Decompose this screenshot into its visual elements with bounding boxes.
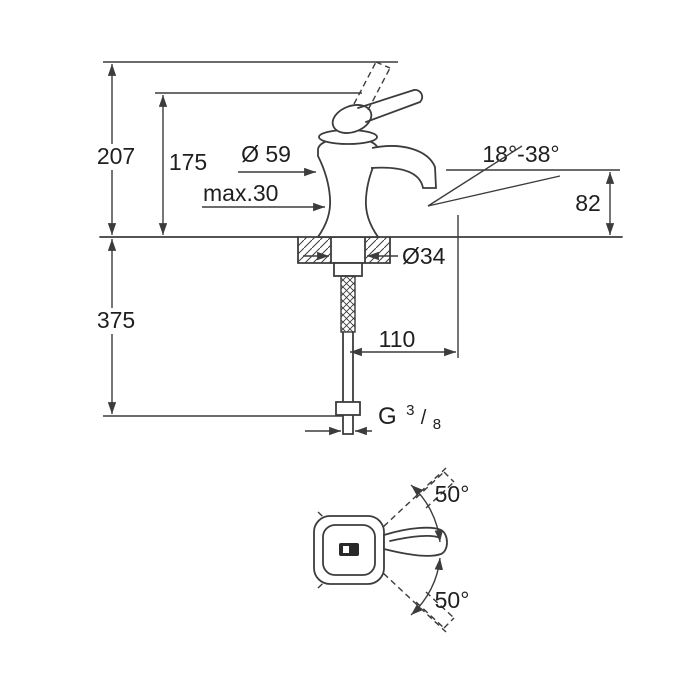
dim-spout-angle: 18°-38° <box>427 141 561 207</box>
hole-diameter-label: Ø34 <box>402 243 446 269</box>
dim-body-height: 175 <box>155 92 362 235</box>
dim-total-height: 207 <box>92 61 398 235</box>
dim-spout-height: 82 <box>446 169 620 235</box>
thread-denominator: 8 <box>433 416 441 433</box>
faucet-side-view <box>99 61 623 435</box>
lever-ghost-upper <box>415 471 455 509</box>
faucet-body <box>316 137 380 238</box>
lever-arm <box>357 89 424 123</box>
swing-arc-upper <box>410 484 444 543</box>
thread-label: G 3 / 8 <box>378 394 441 433</box>
dim-thread: G 3 / 8 <box>305 394 441 436</box>
depth-below-label: 375 <box>97 307 135 333</box>
swing-lower-label: 50° <box>435 587 470 613</box>
dim-hole-diameter: Ø34 <box>303 243 446 269</box>
total-height-label: 207 <box>97 143 135 169</box>
spout-height-label: 82 <box>575 190 601 216</box>
thread-numerator: 3 <box>406 402 414 419</box>
thread-slash: / <box>421 407 427 429</box>
dim-depth-below: 375 <box>92 239 342 417</box>
spout <box>370 145 437 189</box>
thread-prefix: G <box>378 403 397 430</box>
mounting-nut <box>333 262 363 277</box>
dim-spout-projection: 110 <box>350 215 459 358</box>
lever-ghost-lower <box>415 591 455 629</box>
max-thickness-label: max.30 <box>203 180 278 206</box>
swing-upper-label: 50° <box>435 481 470 507</box>
swing-arc-lower <box>410 557 444 616</box>
spout-projection-label: 110 <box>379 326 416 352</box>
threaded-shank <box>340 275 356 333</box>
body-height-label: 175 <box>169 149 207 175</box>
handle-lever <box>383 526 448 557</box>
counter-hatch-right <box>365 237 390 263</box>
lever-raised-ghost <box>353 61 391 111</box>
handle-top-view: 50° 50° <box>313 467 470 633</box>
supply-nut <box>335 401 361 416</box>
body-diameter-label: Ø 59 <box>241 141 291 167</box>
handle-slot-mark <box>343 546 349 553</box>
lever-pivot <box>331 104 373 134</box>
dim-body-diameter: Ø 59 <box>238 141 316 177</box>
counter-hatch-left <box>298 237 331 263</box>
dim-max-thickness: max.30 <box>202 180 325 212</box>
